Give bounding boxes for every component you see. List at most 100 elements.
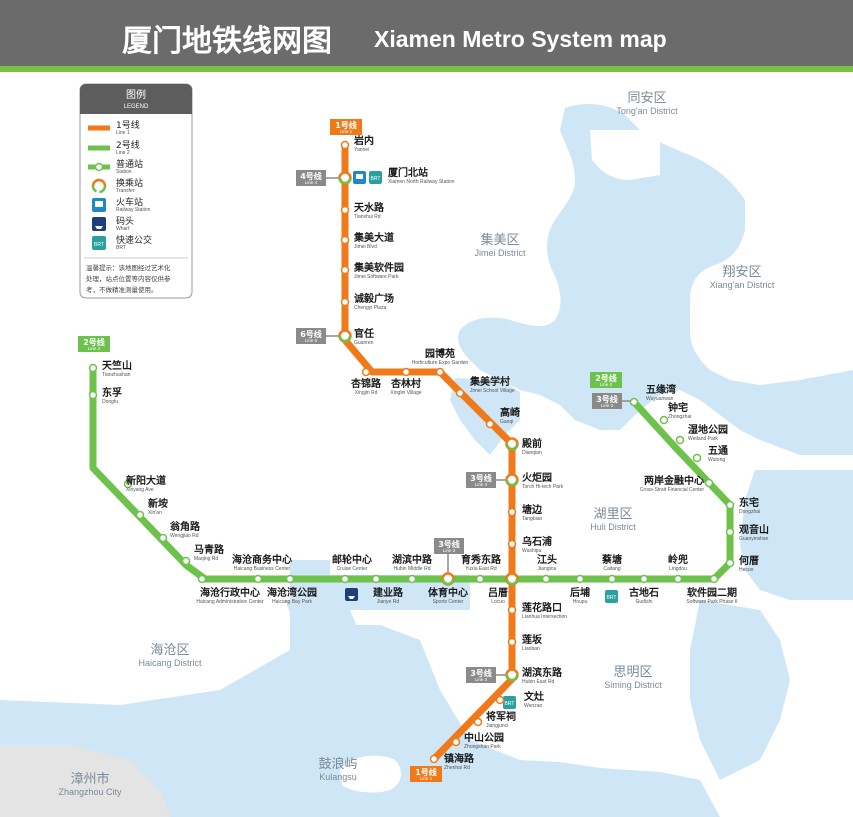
- line-2-station-name[interactable]: 海沧行政中心: [200, 586, 260, 599]
- line-2-station-name[interactable]: 天竺山: [102, 359, 132, 372]
- line-1-station-name[interactable]: 湖滨东路: [522, 666, 563, 679]
- station-marker[interactable]: [507, 637, 517, 647]
- line-1-station-name[interactable]: 中山公园: [464, 731, 504, 744]
- station-marker[interactable]: [507, 507, 517, 517]
- line-2-station-name-en: Maqing Rd: [194, 556, 218, 562]
- line-1-station-name[interactable]: 文灶: [524, 690, 544, 703]
- line-2-station-name[interactable]: 翁角路: [170, 520, 201, 533]
- station-marker[interactable]: [451, 737, 461, 747]
- station-marker[interactable]: [725, 500, 735, 510]
- line-2-station-name[interactable]: 东宅: [739, 496, 759, 509]
- line-2-station-name[interactable]: 湿地公园: [688, 423, 728, 436]
- line-1-station-name[interactable]: 莲坂: [522, 633, 543, 646]
- station-marker[interactable]: [709, 574, 719, 584]
- line-1-station-name[interactable]: 将军祠: [486, 710, 516, 723]
- station-marker[interactable]: [673, 574, 683, 584]
- line-1-station-name[interactable]: 殿前: [521, 437, 542, 450]
- line-1-station-name[interactable]: 杏锦路: [350, 377, 382, 390]
- station-marker[interactable]: [361, 367, 371, 377]
- line-2-station-name[interactable]: 海沧商务中心: [232, 553, 292, 566]
- line-2-station-name[interactable]: 两岸金融中心: [644, 474, 704, 487]
- line-2-station-name[interactable]: 五通: [708, 445, 728, 457]
- line-2-station-name[interactable]: 观音山: [739, 523, 769, 536]
- station-marker[interactable]: [253, 574, 263, 584]
- station-marker[interactable]: [725, 527, 735, 537]
- station-marker[interactable]: [340, 235, 350, 245]
- station-marker[interactable]: [181, 556, 191, 566]
- station-marker[interactable]: [407, 574, 417, 584]
- station-marker[interactable]: [725, 558, 735, 568]
- line-1-station-name[interactable]: 镇海路: [444, 752, 475, 765]
- station-marker[interactable]: [340, 140, 350, 150]
- line-1-station-name[interactable]: 天水路: [354, 201, 385, 214]
- line-1-station-name[interactable]: 塘边: [522, 503, 543, 516]
- station-marker[interactable]: [401, 367, 411, 377]
- station-marker[interactable]: [435, 367, 445, 377]
- station-marker[interactable]: [704, 478, 714, 488]
- line-2-station-name[interactable]: 马青路: [194, 543, 225, 556]
- line-1-station-name[interactable]: 集美大道: [353, 231, 394, 244]
- station-marker[interactable]: [507, 605, 517, 615]
- station-marker[interactable]: [455, 388, 465, 398]
- line-1-station-name[interactable]: 集美学村: [469, 375, 510, 388]
- line-1-station-name[interactable]: 乌石浦: [522, 535, 552, 548]
- station-marker[interactable]: [135, 510, 145, 520]
- line-1-station-name[interactable]: 高崎: [500, 406, 520, 419]
- station-marker[interactable]: [340, 574, 350, 584]
- line-2-station-name[interactable]: 江头: [537, 553, 557, 566]
- station-marker[interactable]: [285, 574, 295, 584]
- station-marker[interactable]: [507, 539, 517, 549]
- station-marker[interactable]: [485, 419, 495, 429]
- station-marker[interactable]: [340, 297, 350, 307]
- station-marker[interactable]: [340, 265, 350, 275]
- station-marker[interactable]: [88, 390, 98, 400]
- station-marker[interactable]: [495, 695, 505, 705]
- line-1-station-name[interactable]: 官任: [354, 327, 374, 340]
- station-marker[interactable]: [629, 397, 639, 407]
- line-2-station-name[interactable]: 何厝: [739, 554, 759, 567]
- station-marker[interactable]: [340, 205, 350, 215]
- line-2-station-name[interactable]: 钟宅: [668, 401, 688, 414]
- station-marker[interactable]: [371, 574, 381, 584]
- station-marker[interactable]: [675, 435, 685, 445]
- line-2-station-name[interactable]: 新垵: [148, 497, 168, 510]
- line-2-station-name[interactable]: 五缘湾: [646, 383, 676, 396]
- line-2-station-name[interactable]: 新阳大道: [126, 474, 166, 487]
- line-2-station-name[interactable]: 育秀东路: [461, 553, 502, 566]
- line-1-station-name[interactable]: 集美软件园: [353, 261, 404, 274]
- station-marker[interactable]: [475, 574, 485, 584]
- line-2-station-name[interactable]: 古地石: [629, 586, 659, 599]
- line-2-station-name[interactable]: 岭兜: [668, 553, 688, 566]
- station-marker[interactable]: [473, 717, 483, 727]
- line-2-station-name[interactable]: 湖滨中路: [392, 553, 433, 566]
- line-1-station-name[interactable]: 吕厝: [488, 587, 508, 599]
- line-2-station-name[interactable]: 体育中心: [428, 586, 468, 599]
- station-marker[interactable]: [639, 574, 649, 584]
- line-1-station-name[interactable]: 园博苑: [425, 347, 455, 360]
- station-marker[interactable]: [692, 453, 702, 463]
- station-marker[interactable]: [158, 533, 168, 543]
- station-marker[interactable]: [607, 574, 617, 584]
- line-2-station-name[interactable]: 软件园二期: [687, 586, 737, 599]
- line-2-station-name[interactable]: 蔡塘: [601, 553, 622, 566]
- line-1-station-name[interactable]: 诚毅广场: [354, 292, 394, 305]
- line-1-station-name[interactable]: 杏林村: [390, 377, 421, 390]
- station-marker[interactable]: [659, 415, 669, 425]
- line-2-station-name[interactable]: 建业路: [372, 586, 404, 599]
- line-1-station-name[interactable]: 莲花路口: [522, 601, 562, 614]
- line-1-station-name[interactable]: 厦门北站: [388, 166, 428, 179]
- line-2-station-name[interactable]: 邮轮中心: [332, 553, 372, 566]
- station-marker[interactable]: [123, 479, 133, 489]
- station-marker[interactable]: [197, 574, 207, 584]
- station-marker[interactable]: [541, 574, 551, 584]
- station-marker[interactable]: [575, 574, 585, 584]
- line-1-station-name[interactable]: 岩内: [353, 134, 374, 147]
- legend-item-label: 1号线: [116, 119, 140, 131]
- line-2-station-name[interactable]: 海沧湾公园: [267, 586, 317, 599]
- line-1-station-name-en: Zhongshan Park: [464, 744, 501, 750]
- station-marker[interactable]: [88, 363, 98, 373]
- line-1-station-name[interactable]: 火炬园: [522, 471, 552, 484]
- line-2-station-name[interactable]: 后埔: [570, 586, 590, 599]
- line-2-station-name[interactable]: 东孚: [102, 386, 122, 399]
- station-marker[interactable]: [429, 754, 439, 764]
